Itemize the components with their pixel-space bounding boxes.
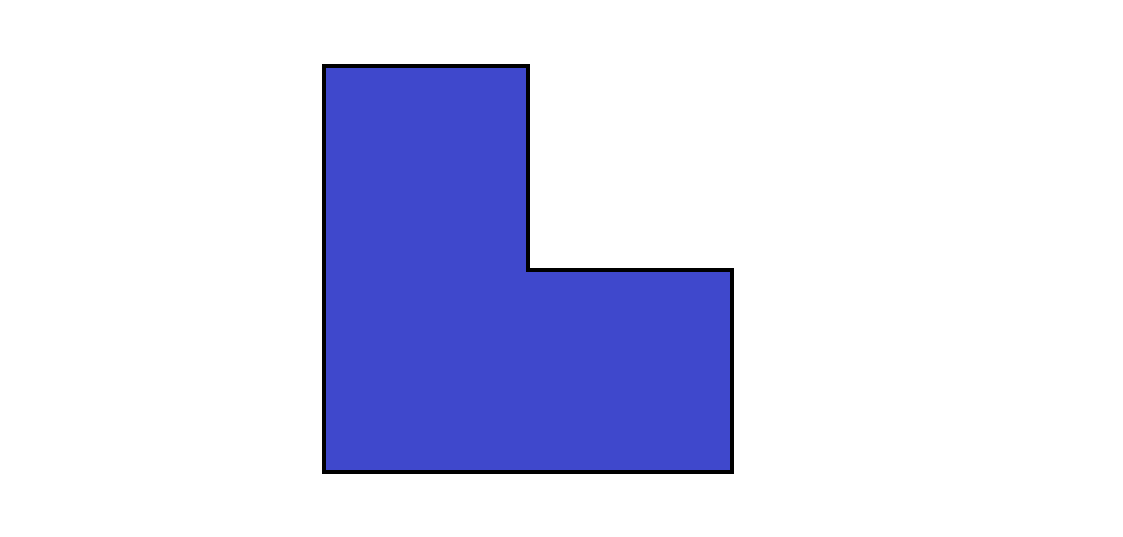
l-shape (322, 64, 734, 474)
